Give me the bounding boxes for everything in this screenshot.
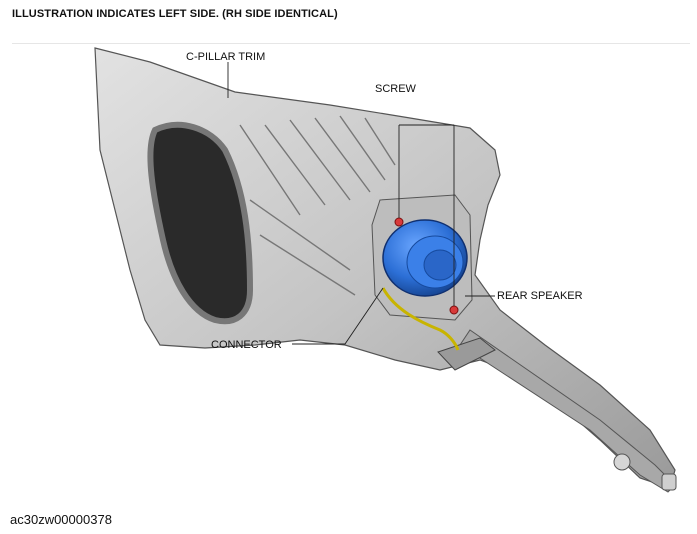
screw-upper [394, 217, 404, 227]
c-pillar-trim-label: C-PILLAR TRIM [186, 51, 265, 63]
header-divider [12, 43, 690, 44]
figure-reference: ac30zw00000378 [10, 512, 112, 527]
rear-speaker-shape [382, 219, 468, 297]
screw-lower [449, 305, 459, 315]
rear-speaker-label: REAR SPEAKER [497, 290, 583, 302]
connector-label: CONNECTOR [211, 339, 282, 351]
connector-wire [381, 287, 460, 351]
illustration-note: ILLUSTRATION INDICATES LEFT SIDE. (RH SI… [12, 8, 338, 20]
leader-lines [227, 62, 495, 345]
screw-label: SCREW [375, 83, 417, 95]
